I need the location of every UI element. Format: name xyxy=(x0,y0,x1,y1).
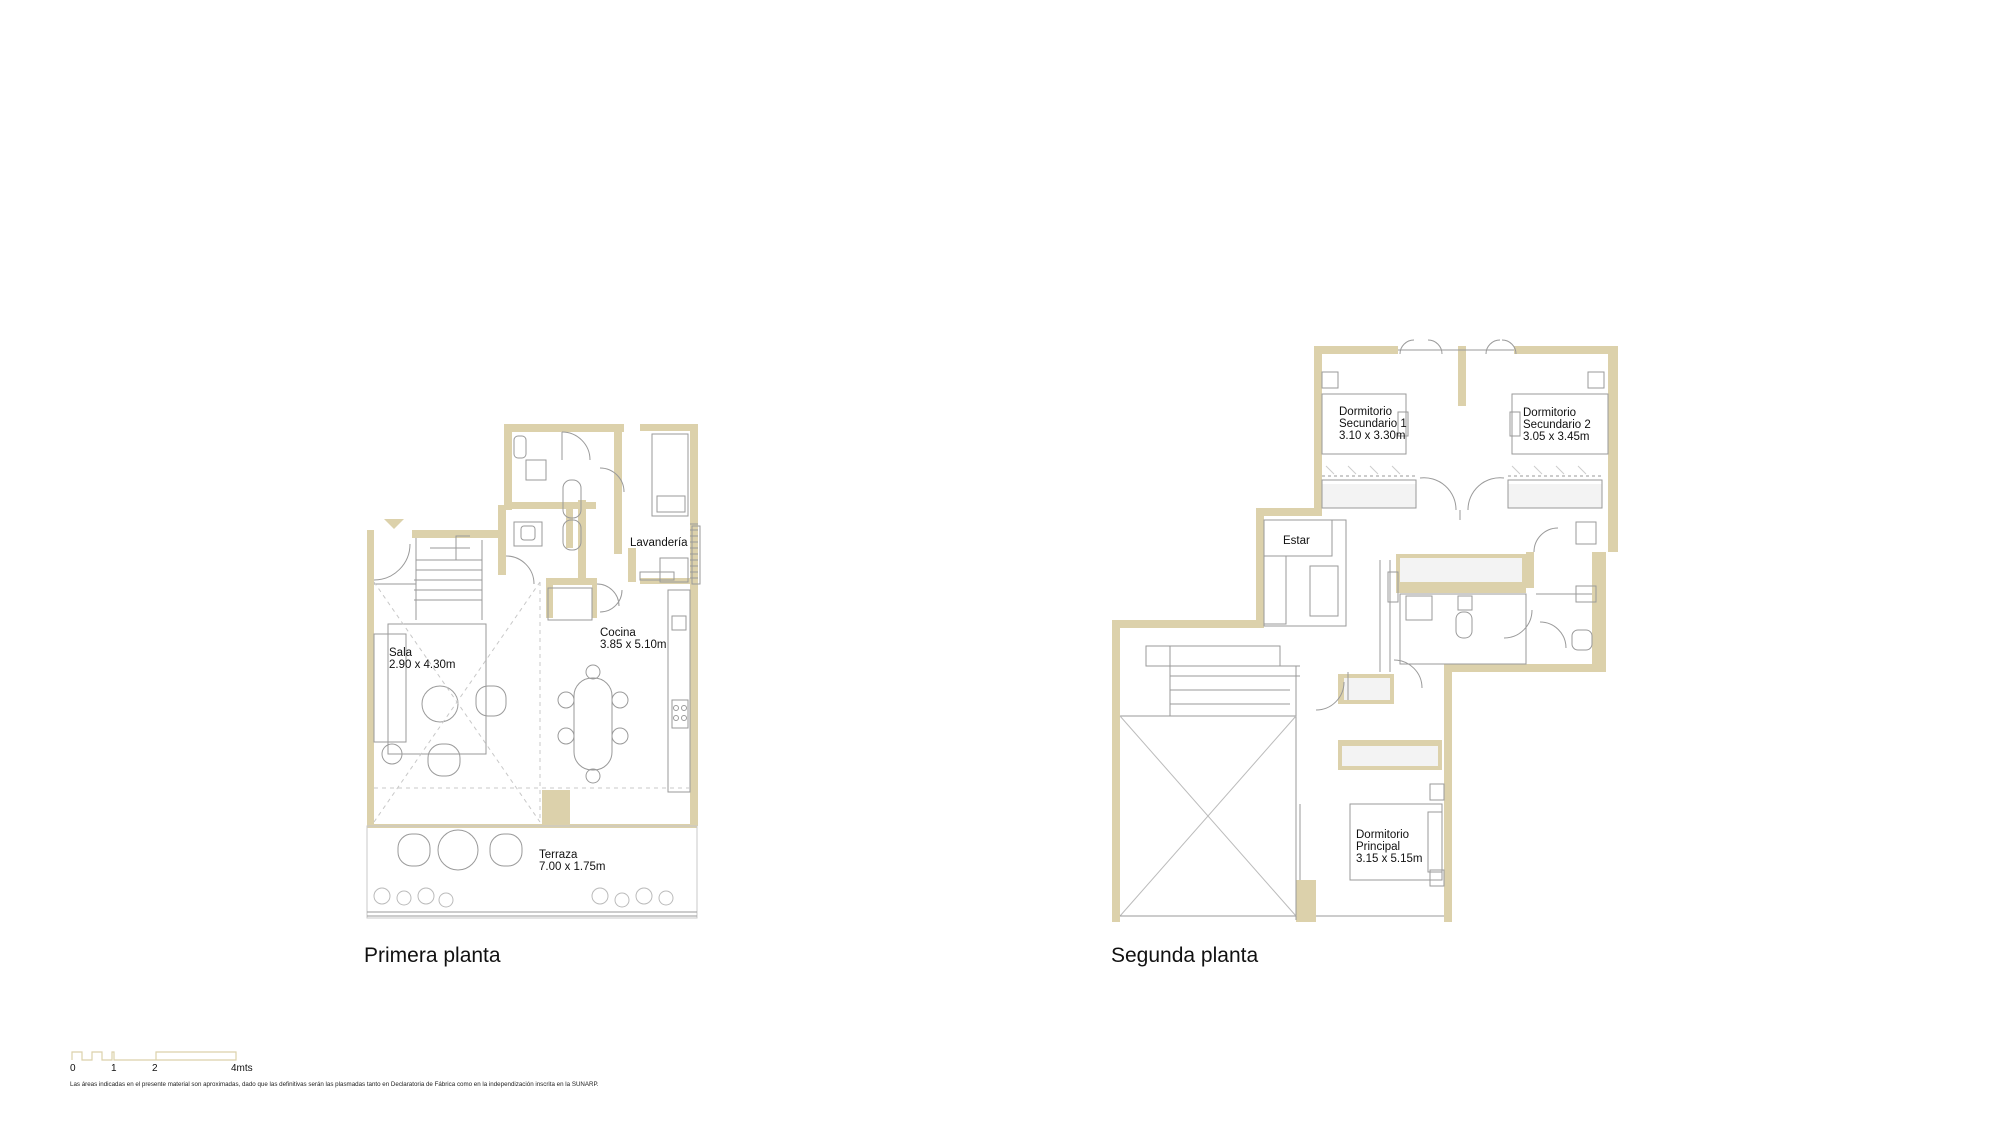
terraza-dims: 7.00 x 1.75m xyxy=(539,861,605,873)
first-floor-labels: Lavandería Cocina 3.85 x 5.10m Sala 2.90… xyxy=(389,537,688,873)
first-floor-interior-lines xyxy=(366,431,701,919)
estar-label: Estar xyxy=(1283,535,1310,547)
dorm-sec-2-dims: 3.05 x 3.45m xyxy=(1523,431,1589,443)
scale-label-1: 1 xyxy=(111,1063,117,1074)
scale-bar: 0 1 2 4mts xyxy=(70,1051,253,1074)
scale-label-0: 0 xyxy=(70,1063,76,1074)
dorm-sec-1-line2: Secundario 1 xyxy=(1339,418,1407,430)
scale-labels: 0 1 2 4mts xyxy=(70,1063,253,1074)
cocina-label: Cocina xyxy=(600,627,636,639)
second-floor-plan: Dormitorio Secundario 1 3.10 x 3.30m Dor… xyxy=(1112,339,1618,922)
dorm-principal-line1: Dormitorio xyxy=(1356,829,1409,841)
terraza-label: Terraza xyxy=(539,849,578,861)
scale-bar-graphic xyxy=(71,1051,237,1061)
second-floor-labels: Dormitorio Secundario 1 3.10 x 3.30m Dor… xyxy=(1283,406,1591,865)
dorm-sec-2-line2: Secundario 2 xyxy=(1523,419,1591,431)
dorm-sec-1-line1: Dormitorio xyxy=(1339,406,1392,418)
lavanderia-label: Lavandería xyxy=(630,537,688,549)
dorm-principal-line2: Principal xyxy=(1356,841,1400,853)
second-floor-window-marks xyxy=(1325,465,1587,475)
entrance-arrow-icon xyxy=(384,519,404,529)
dorm-sec-2-line1: Dormitorio xyxy=(1523,407,1576,419)
second-floor-interior-lines xyxy=(1119,339,1609,920)
sala-dims: 2.90 x 4.30m xyxy=(389,659,455,671)
terrace-plants xyxy=(373,887,674,908)
first-floor-walls xyxy=(367,424,698,828)
laundry-vents xyxy=(690,523,698,579)
first-floor-plan: Lavandería Cocina 3.85 x 5.10m Sala 2.90… xyxy=(366,424,701,919)
dorm-sec-1-dims: 3.10 x 3.30m xyxy=(1339,430,1405,442)
second-floor-fills xyxy=(1322,484,1602,766)
disclaimer-note: Las áreas indicadas en el presente mater… xyxy=(70,1081,599,1088)
sala-label: Sala xyxy=(389,647,413,659)
second-floor-caption: Segunda planta xyxy=(1111,944,1259,967)
cocina-dims: 3.85 x 5.10m xyxy=(600,639,666,651)
scale-label-2: 2 xyxy=(152,1063,158,1074)
dorm-principal-dims: 3.15 x 5.15m xyxy=(1356,853,1422,865)
scale-label-4: 4mts xyxy=(231,1063,253,1074)
first-floor-caption: Primera planta xyxy=(364,944,501,967)
